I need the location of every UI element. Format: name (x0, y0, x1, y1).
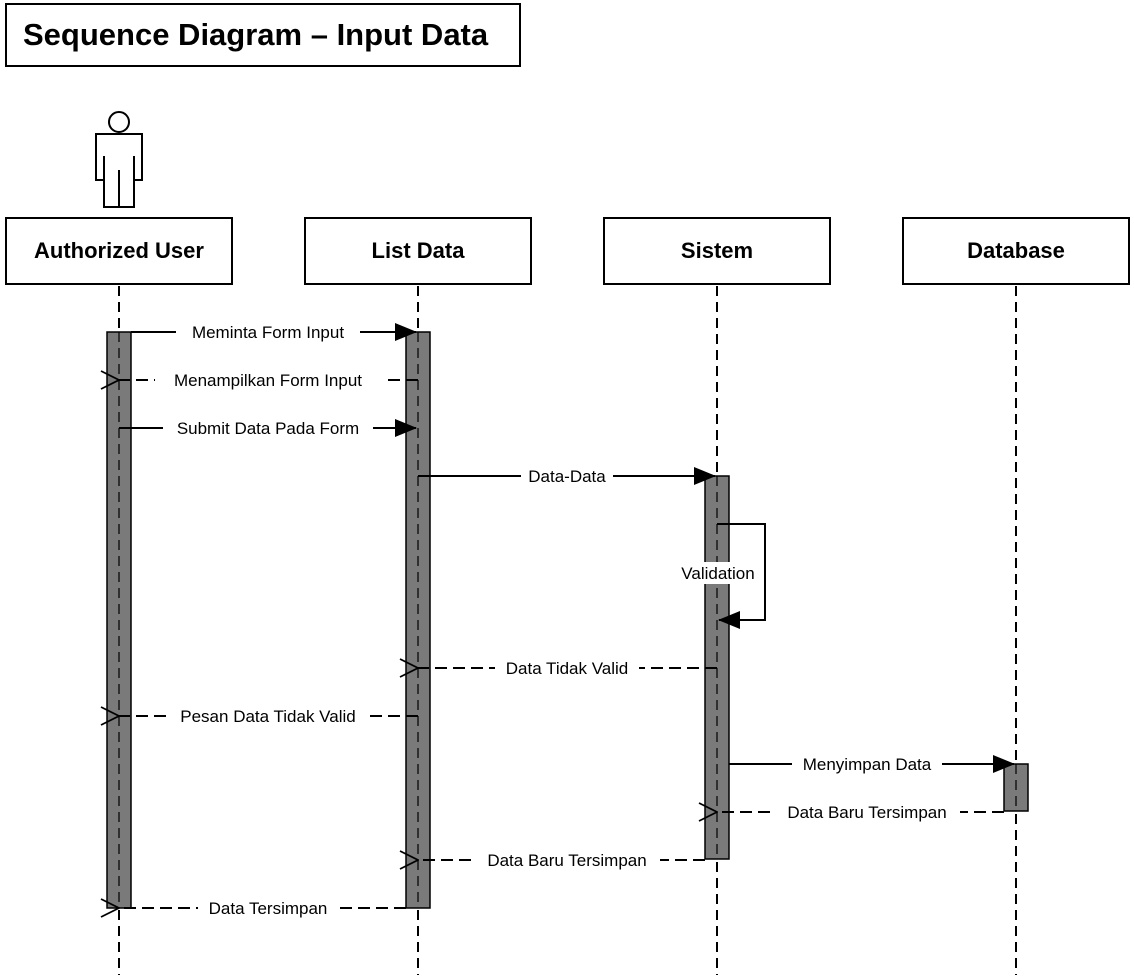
message-data-tersimpan: Data Tersimpan (119, 898, 406, 918)
message-data-data: Data-Data (418, 466, 716, 486)
lifeline-database: Database (902, 217, 1130, 285)
lifeline-sistem: Sistem (603, 217, 831, 285)
lifeline-label: List Data (371, 238, 465, 263)
message-label: Pesan Data Tidak Valid (180, 707, 355, 726)
message-label: Menampilkan Form Input (174, 371, 362, 390)
message-label: Data Tersimpan (209, 899, 328, 918)
message-data-baru-tersimpan-db: Data Baru Tersimpan (717, 802, 1004, 822)
message-menampilkan-form-input: Menampilkan Form Input (119, 370, 418, 390)
lifeline-label: Sistem (680, 238, 754, 263)
message-data-tidak-valid: Data Tidak Valid (418, 658, 717, 678)
message-pesan-data-tidak-valid: Pesan Data Tidak Valid (119, 706, 418, 726)
message-label: Data-Data (528, 467, 606, 486)
message-submit-data-pada-form: Submit Data Pada Form (119, 418, 417, 438)
message-validation: Validation (672, 523, 766, 629)
message-label: Menyimpan Data (803, 755, 932, 774)
message-label: Data Baru Tersimpan (487, 851, 646, 870)
message-data-baru-tersimpan-sistem: Data Baru Tersimpan (418, 850, 705, 870)
diagram-title: Sequence Diagram – Input Data (23, 17, 489, 52)
message-label: Submit Data Pada Form (177, 419, 359, 438)
actor-icon (95, 111, 143, 208)
lifeline-label: Database (967, 238, 1065, 263)
lifeline-authorized-user: Authorized User (5, 217, 233, 285)
message-menyimpan-data: Menyimpan Data (729, 754, 1015, 774)
message-label: Data Baru Tersimpan (787, 803, 946, 822)
message-label: Data Tidak Valid (506, 659, 629, 678)
lifeline-label: Authorized User (34, 238, 204, 263)
message-label: Meminta Form Input (192, 323, 344, 342)
message-label: Validation (681, 564, 754, 583)
message-meminta-form-input: Meminta Form Input (131, 322, 417, 342)
diagram-title-box: Sequence Diagram – Input Data (5, 3, 521, 67)
lifeline-list-data: List Data (304, 217, 532, 285)
